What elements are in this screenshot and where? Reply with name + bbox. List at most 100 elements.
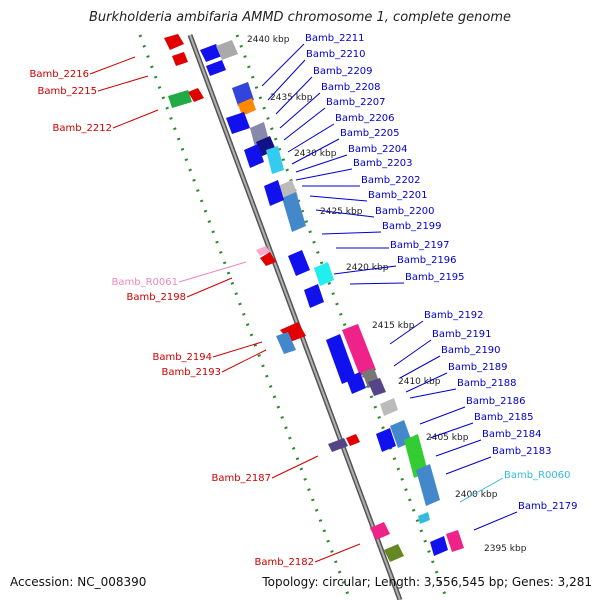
gene-label[interactable]: Bamb_2216 [29, 69, 89, 80]
gene-label[interactable]: Bamb_2189 [448, 362, 508, 373]
gene-leader-line [287, 123, 335, 153]
gene-leader-line [315, 209, 375, 218]
gene-block-r0060[interactable] [418, 512, 430, 524]
gene-label[interactable]: Bamb_2208 [321, 82, 381, 93]
gene-label[interactable]: Bamb_2204 [348, 144, 408, 155]
gene-block-2195[interactable] [304, 284, 324, 308]
gene-leader-line [89, 56, 136, 75]
gene-leader-line [267, 59, 306, 101]
gene-leader-line [445, 456, 492, 475]
gene-label[interactable]: Bamb_2215 [37, 86, 97, 97]
gene-leader-line [321, 231, 382, 235]
gene-block-2193[interactable] [276, 332, 296, 354]
gene-block-2197[interactable] [288, 250, 310, 276]
gene-label[interactable]: Bamb_2193 [161, 367, 221, 378]
gene-label[interactable]: Bamb_R0061 [112, 277, 178, 288]
gene-label[interactable]: Bamb_2197 [390, 240, 450, 251]
gene-block-2179b[interactable] [430, 536, 448, 556]
gene-block-2188[interactable] [346, 372, 366, 394]
gene-block-2196[interactable] [314, 262, 334, 286]
gene-block-2207[interactable] [238, 98, 256, 116]
gene-block-2203[interactable] [266, 146, 284, 174]
gene-label[interactable]: Bamb_R0060 [504, 470, 570, 481]
gene-label[interactable]: Bamb_2187 [211, 473, 271, 484]
gene-leader-line [333, 265, 397, 275]
gene-label[interactable]: Bamb_2201 [368, 190, 428, 201]
kbp-tick-label: 2400 kbp [455, 490, 498, 500]
gene-leader-line [275, 76, 313, 115]
gene-block-2200[interactable] [282, 192, 306, 232]
genome-stats-text: Topology: circular; Length: 3,556,545 bp… [262, 575, 592, 589]
gene-block-2184[interactable] [404, 434, 428, 478]
gene-block-2187[interactable] [328, 438, 348, 452]
gene-block-2206[interactable] [226, 112, 250, 134]
kbp-tick-label: 2440 kbp [247, 35, 290, 45]
gene-label[interactable]: Bamb_2192 [424, 310, 484, 321]
gene-block-2179[interactable] [446, 530, 464, 552]
gene-block-2198[interactable] [260, 252, 276, 266]
gene-label[interactable]: Bamb_2199 [382, 221, 442, 232]
gene-label[interactable]: Bamb_2186 [466, 396, 526, 407]
gene-label[interactable]: Bamb_2184 [482, 429, 542, 440]
kbp-tick-label: 2395 kbp [484, 544, 527, 554]
gene-label[interactable]: Bamb_2185 [474, 412, 534, 423]
gene-leader-line [314, 543, 361, 563]
gene-block-2192[interactable] [342, 324, 376, 376]
gene-label[interactable]: Bamb_2209 [313, 66, 373, 77]
gene-block-2202[interactable] [244, 144, 264, 168]
kbp-tick-label: 2410 kbp [398, 377, 441, 387]
gene-leader-line [261, 43, 305, 87]
gene-block-2210[interactable] [216, 40, 238, 60]
right-dotted-track [235, 34, 449, 600]
gene-block-2182[interactable] [370, 522, 390, 540]
gene-block-2212[interactable] [168, 90, 192, 108]
gene-label[interactable]: Bamb_2210 [306, 49, 366, 60]
gene-label[interactable]: Bamb_2206 [335, 113, 395, 124]
gene-leader-line [295, 154, 348, 173]
gene-block-2183[interactable] [416, 464, 440, 506]
gene-label[interactable]: Bamb_2200 [375, 206, 435, 217]
gene-label[interactable]: Bamb_2202 [361, 175, 421, 186]
gene-block-2209[interactable] [206, 60, 226, 76]
gene-block-2215[interactable] [172, 52, 188, 66]
gene-block-2183b[interactable] [376, 428, 396, 452]
gene-label[interactable]: Bamb_2196 [397, 255, 457, 266]
chromosome-axis [189, 34, 401, 600]
gene-label[interactable]: Bamb_2203 [353, 158, 413, 169]
gene-label[interactable]: Bamb_2188 [457, 378, 517, 389]
gene-label[interactable]: Bamb_2207 [326, 97, 386, 108]
gene-block-2187b[interactable] [346, 434, 360, 446]
gene-block-2212b[interactable] [188, 88, 204, 102]
gene-leader-line [393, 339, 432, 367]
gene-label[interactable]: Bamb_2194 [152, 352, 212, 363]
gene-leader-line [419, 406, 466, 425]
gene-labels: Bamb_2216Bamb_2215Bamb_2212Bamb_R0061Bam… [29, 33, 577, 568]
gene-label[interactable]: Bamb_2198 [126, 292, 186, 303]
gene-label[interactable]: Bamb_2183 [492, 446, 552, 457]
gene-leader-line [435, 439, 482, 457]
gene-label[interactable]: Bamb_2182 [254, 557, 314, 568]
gene-block-2216[interactable] [164, 34, 184, 50]
gene-label[interactable]: Bamb_2205 [340, 128, 400, 139]
gene-leader-line [309, 195, 368, 202]
gene-label[interactable]: Bamb_2212 [52, 123, 112, 134]
gene-block-2189[interactable] [368, 378, 386, 396]
gene-block-2182b[interactable] [384, 544, 404, 562]
gene-block-2186[interactable] [380, 398, 398, 416]
gene-leader-line [409, 388, 457, 399]
gene-label[interactable]: Bamb_2195 [405, 272, 465, 283]
gene-label[interactable]: Bamb_2191 [432, 329, 492, 340]
gene-leader-line [349, 282, 405, 285]
gene-label[interactable]: Bamb_2190 [441, 345, 501, 356]
gene-block-r0061[interactable] [256, 246, 270, 256]
gene-block-2191[interactable] [326, 334, 356, 384]
gene-leader-line [473, 511, 518, 531]
gene-leader-line [178, 261, 247, 283]
gene-label[interactable]: Bamb_2211 [305, 33, 365, 44]
gene-block-2199[interactable] [264, 180, 284, 206]
kbp-tick-label: 2425 kbp [320, 207, 363, 217]
gene-block-2211[interactable] [200, 44, 222, 62]
gene-label[interactable]: Bamb_2179 [518, 501, 578, 512]
